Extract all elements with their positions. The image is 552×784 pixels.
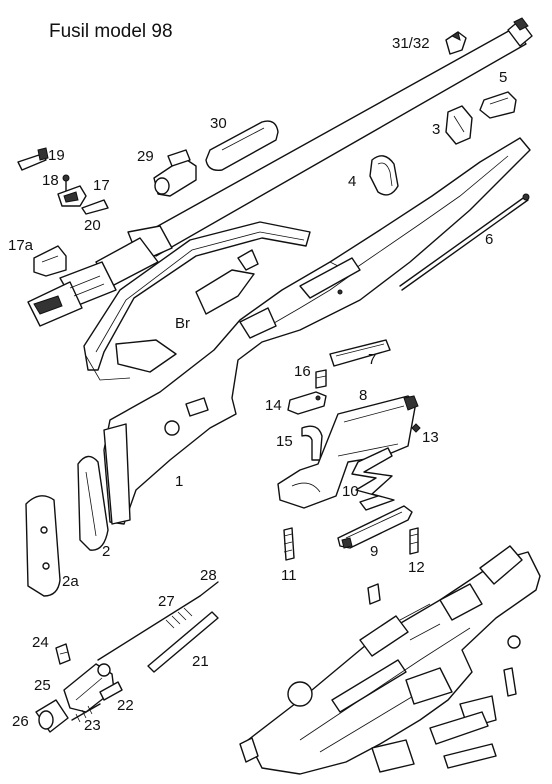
label-part-7: 7 (368, 351, 376, 368)
label-part-11: 11 (281, 567, 297, 584)
label-part-30: 30 (210, 115, 227, 132)
label-part-27: 27 (158, 593, 175, 610)
spring-part-23 (71, 703, 101, 723)
label-part-6: 6 (485, 231, 493, 248)
cleaning-rod-part-6 (399, 193, 530, 291)
label-part-22: 22 (117, 697, 134, 714)
barrel (27, 17, 533, 327)
sling-part-Br (83, 221, 311, 381)
handguard-part-30 (205, 120, 279, 171)
part-14 (287, 391, 327, 415)
band-ring-part-4 (369, 155, 399, 196)
part-22 (99, 681, 123, 701)
part-17 (57, 185, 87, 207)
label-part-3: 3 (432, 121, 440, 138)
receiver-assembly (239, 545, 541, 775)
label-part-15: 15 (276, 433, 293, 450)
screw-part-13 (411, 423, 421, 433)
label-part-14: 14 (265, 397, 282, 414)
part-17a (33, 245, 67, 277)
label-part-23: 23 (84, 717, 101, 734)
label-part-17a: 17a (8, 237, 34, 254)
label-part-21: 21 (192, 653, 209, 670)
label-part-2a: 2a (62, 573, 79, 590)
label-part-19: 19 (48, 147, 65, 164)
part-19 (17, 147, 49, 171)
label-part-10: 10 (342, 483, 359, 500)
screw-part-18 (62, 174, 70, 193)
screw-part-11 (283, 527, 295, 561)
front-sight-part-31-32 (445, 31, 467, 55)
floor-plate-part-9 (337, 505, 413, 549)
part-24 (55, 643, 71, 665)
screw-part-12 (409, 527, 419, 555)
label-part-8: 8 (359, 387, 367, 404)
label-part-25: 25 (34, 677, 51, 694)
label-part-17: 17 (93, 177, 110, 194)
label-part-2: 2 (102, 543, 110, 560)
rear-sight-part-29 (153, 149, 197, 197)
trigger-guard-part-8 (277, 395, 419, 509)
part-16 (315, 369, 327, 389)
label-part-29: 29 (137, 148, 154, 165)
firing-pin-part-28 (199, 581, 219, 597)
magazine-spring-part-10 (351, 447, 395, 511)
label-part-24: 24 (32, 634, 49, 651)
label-part-16: 16 (294, 363, 311, 380)
label-part-26: 26 (12, 713, 29, 730)
mainspring-part-27 (97, 595, 201, 661)
bolt-sleeve-part-26 (35, 699, 69, 733)
nose-cap-part-5 (479, 91, 517, 119)
trigger-part-15 (301, 425, 323, 461)
label-part-13: 13 (422, 429, 439, 446)
label-part-31-32: 31/32 (392, 35, 430, 52)
butt-plate-part-2 (77, 455, 109, 551)
magazine-spring-plate-part-7 (329, 339, 391, 367)
extractor-part-21 (147, 611, 219, 673)
label-part-Br: Br (175, 315, 190, 332)
label-part-28: 28 (200, 567, 217, 584)
label-part-1: 1 (175, 473, 183, 490)
label-part-18: 18 (42, 172, 59, 189)
stock-part-1 (103, 137, 531, 525)
diagram-title: Fusil model 98 (49, 21, 173, 42)
label-part-5: 5 (499, 69, 507, 86)
butt-plate-part-2a (25, 495, 61, 597)
label-part-4: 4 (348, 173, 356, 190)
label-part-9: 9 (370, 543, 378, 560)
part-20 (81, 199, 109, 215)
label-part-20: 20 (84, 217, 101, 234)
label-part-12: 12 (408, 559, 425, 576)
barrel-band-part-3 (445, 105, 473, 145)
